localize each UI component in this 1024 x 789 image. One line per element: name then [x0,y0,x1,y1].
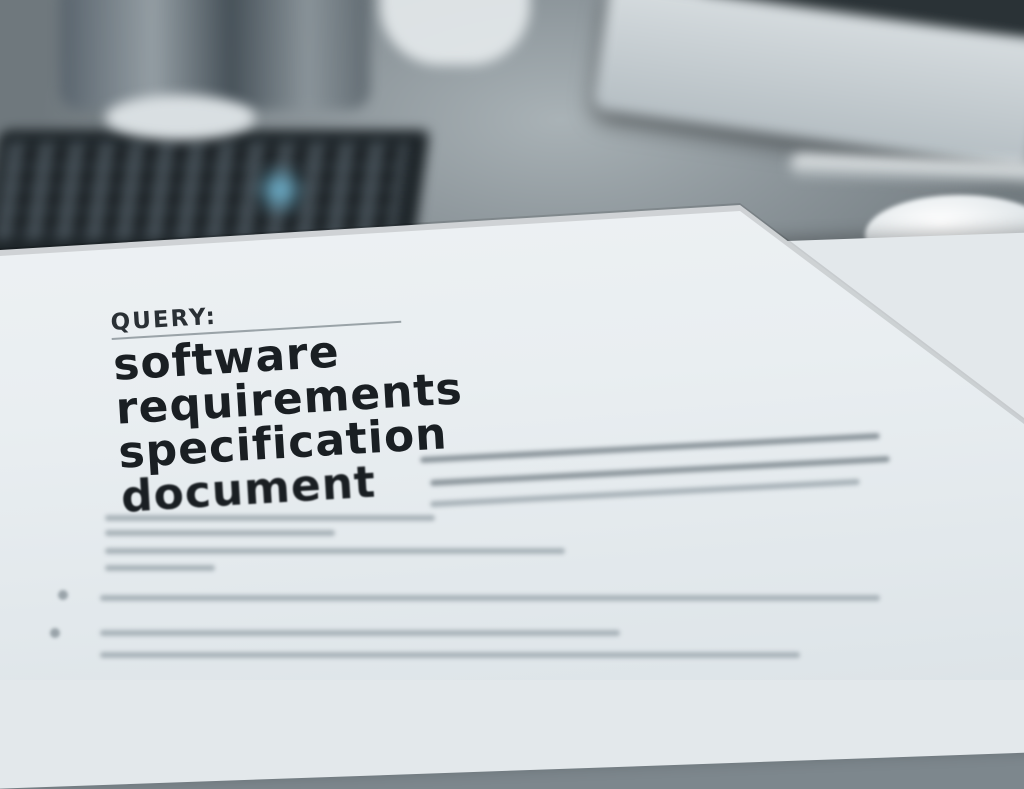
document-heading: QUERY: software requirements specificati… [110,289,469,523]
keyboard-keys [0,142,409,240]
bullet-2 [50,628,60,638]
glass-icon [60,0,370,110]
bullet-1 [58,590,68,600]
small-mouse-icon [105,95,255,140]
keyboard-light [250,165,310,215]
